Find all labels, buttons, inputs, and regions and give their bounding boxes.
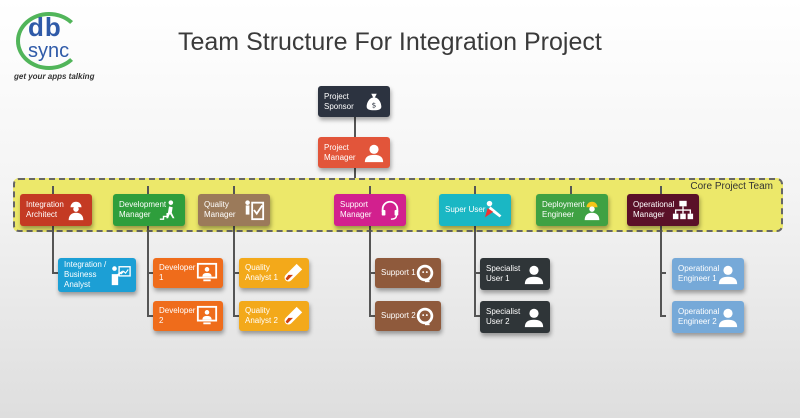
connector-line <box>660 272 666 274</box>
node-label: Operational Manager <box>633 200 675 219</box>
connector-line <box>52 186 54 194</box>
connector-line <box>52 226 54 273</box>
connector-line <box>660 226 662 317</box>
person-icon <box>718 265 738 285</box>
node-label: Support Manager <box>340 200 372 219</box>
money-bag-icon: $ <box>366 93 382 110</box>
presenter-icon <box>111 266 131 286</box>
logo-sync-text: sync <box>28 40 70 62</box>
node-label: Developer 1 <box>159 263 196 282</box>
node-label: Quality Manager <box>204 200 236 219</box>
node-development-manager: Development Manager <box>113 194 185 226</box>
node-label: Quality Analyst 1 <box>245 263 278 282</box>
connector-line <box>369 315 375 317</box>
connector-line <box>369 186 371 194</box>
connector-line <box>474 272 480 274</box>
node-label: Support 2 <box>381 311 416 320</box>
node-label: Deployment Engineer <box>542 200 585 219</box>
node-integration-business-analyst: Integration / Business Analyst <box>58 258 136 292</box>
node-developer-2: Developer 2 <box>153 301 223 331</box>
svg-text:$: $ <box>372 100 377 109</box>
org-chart-icon <box>672 200 694 220</box>
person-icon <box>364 144 384 162</box>
monitor-person-icon <box>196 262 218 282</box>
node-quality-analyst-2: Quality Analyst 2 <box>239 301 309 331</box>
sync-arrow-icon <box>16 12 82 70</box>
worker-icon <box>584 201 600 221</box>
test-tube-icon <box>284 306 303 325</box>
connector-line <box>660 315 666 317</box>
dbsync-logo: db sync get your apps talking <box>8 6 108 84</box>
node-label: Integration / Business Analyst <box>64 260 107 289</box>
node-developer-1: Developer 1 <box>153 258 223 288</box>
node-quality-manager: Quality Manager <box>198 194 270 226</box>
node-deployment-engineer: Deployment Engineer <box>536 194 608 226</box>
connector-line <box>474 315 480 317</box>
connector-line <box>354 168 356 186</box>
node-project-manager: Project Manager <box>318 137 390 168</box>
support-agent-icon <box>416 307 434 326</box>
node-integration-architect: Integration Architect <box>20 194 92 226</box>
person-icon <box>524 265 544 285</box>
node-quality-analyst-1: Quality Analyst 1 <box>239 258 309 288</box>
node-specialist-user-2: Specialist User 2 <box>480 301 550 333</box>
connector-line <box>147 272 153 274</box>
connector-line <box>354 117 356 137</box>
connector-line <box>369 226 371 317</box>
connector-line <box>147 315 153 317</box>
node-label: Super User <box>445 205 486 214</box>
test-tube-icon <box>284 263 303 282</box>
node-label: Developer 2 <box>159 306 196 325</box>
person-icon <box>524 308 544 328</box>
node-label: Specialist User 2 <box>486 307 521 326</box>
node-support-manager: Support Manager <box>334 194 406 226</box>
node-support-1: Support 1 <box>375 258 441 288</box>
node-specialist-user-1: Specialist User 1 <box>480 258 550 290</box>
node-super-user: Super User <box>439 194 511 226</box>
node-operational-engineer-1: Operational Engineer 1 <box>672 258 744 290</box>
page-title: Team Structure For Integration Project <box>178 28 602 56</box>
core-team-label: Core Project Team <box>690 181 773 192</box>
node-operational-engineer-2: Operational Engineer 2 <box>672 301 744 333</box>
superhero-icon <box>484 200 502 218</box>
connector-line <box>570 186 572 194</box>
connector-line <box>233 226 235 317</box>
climber-icon <box>159 200 175 220</box>
engineer-icon <box>68 201 84 221</box>
node-operational-manager: Operational Manager <box>627 194 699 226</box>
monitor-person-icon <box>196 305 218 325</box>
connector-line <box>660 186 662 194</box>
support-agent-icon <box>416 264 434 283</box>
node-label: Quality Analyst 2 <box>245 306 278 325</box>
connector-line <box>233 272 239 274</box>
connector-line <box>233 186 235 194</box>
node-label: Operational Engineer 1 <box>678 264 720 283</box>
headset-icon <box>381 200 399 220</box>
logo-db-text: db <box>28 12 62 42</box>
connector-line <box>369 272 375 274</box>
node-label: Operational Engineer 2 <box>678 307 720 326</box>
node-label: Project Sponsor <box>324 91 354 111</box>
node-project-sponsor: Project Sponsor $ <box>318 86 390 117</box>
person-icon <box>718 308 738 328</box>
node-label: Integration Architect <box>26 200 64 219</box>
connector-line <box>233 315 239 317</box>
logo-tagline: get your apps talking <box>14 72 95 81</box>
node-support-2: Support 2 <box>375 301 441 331</box>
connector-line <box>52 272 58 274</box>
checklist-icon <box>245 200 265 221</box>
node-label: Project Manager <box>324 142 356 162</box>
connector-line <box>474 226 476 317</box>
connector-line <box>147 186 149 194</box>
node-label: Development Manager <box>119 200 167 219</box>
node-label: Specialist User 1 <box>486 264 521 283</box>
node-label: Support 1 <box>381 268 416 277</box>
connector-line <box>147 226 149 317</box>
connector-line <box>474 186 476 194</box>
